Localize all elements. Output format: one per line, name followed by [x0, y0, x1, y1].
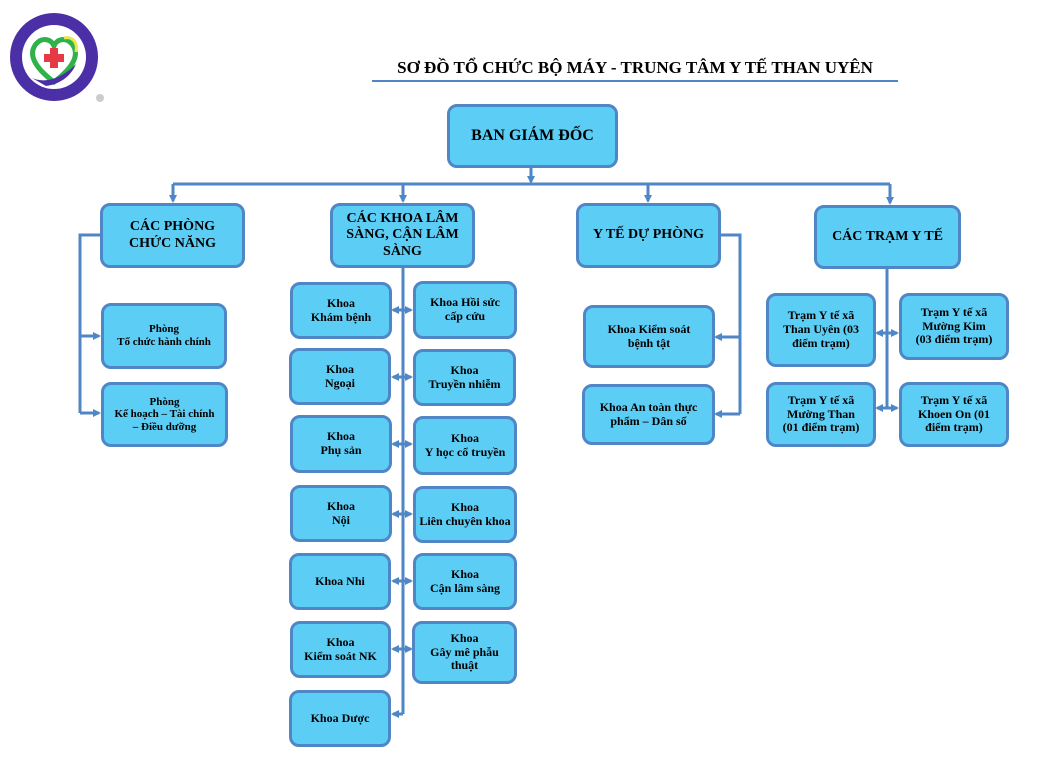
- disease-control-box: Khoa Kiểm soát bệnh tật: [583, 305, 715, 368]
- khoa-right-box: Khoa Cận lâm sàng: [413, 553, 517, 610]
- khoa-right-box: Khoa Hồi sức cấp cứu: [413, 281, 517, 339]
- khoa-left-box: Khoa Phụ sản: [290, 415, 392, 473]
- khoa-left-box: Khoa Khám bệnh: [290, 282, 392, 339]
- chart-title: SƠ ĐỒ TỔ CHỨC BỘ MÁY - TRUNG TÂM Y TẾ TH…: [397, 58, 873, 77]
- preventive-medicine-box: Y TẾ DỰ PHÒNG: [576, 203, 721, 268]
- dept-planning-finance-box: Phòng Kế hoạch – Tài chính – Điều dưỡng: [101, 382, 228, 447]
- station-than-uyen-box: Trạm Y tế xã Than Uyên (03 điểm trạm): [766, 293, 876, 367]
- station-muong-kim-box: Trạm Y tế xã Mường Kim (03 điểm trạm): [899, 293, 1009, 360]
- functional-departments-box: CÁC PHÒNG CHỨC NĂNG: [100, 203, 245, 268]
- board-of-directors-box: BAN GIÁM ĐỐC: [447, 104, 618, 168]
- station-muong-than-box: Trạm Y tế xã Mường Than (01 điểm trạm): [766, 382, 876, 447]
- food-safety-population-box: Khoa An toàn thực phẩm – Dân số: [582, 384, 715, 445]
- title-underline: [372, 80, 898, 82]
- khoa-left-box: Khoa Ngoại: [289, 348, 391, 405]
- station-khoen-on-box: Trạm Y tế xã Khoen On (01 điểm trạm): [899, 382, 1009, 447]
- khoa-left-box: Khoa Nội: [290, 485, 392, 542]
- khoa-left-box: Khoa Nhi: [289, 553, 391, 610]
- khoa-left-box: Khoa Kiểm soát NK: [290, 621, 391, 678]
- khoa-right-box: Khoa Liên chuyên khoa: [413, 486, 517, 543]
- clinical-departments-box: CÁC KHOA LÂM SÀNG, CẬN LÂM SÀNG: [330, 203, 475, 268]
- khoa-right-box: Khoa Gây mê phẫu thuật: [412, 621, 517, 684]
- khoa-left-box: Khoa Dược: [289, 690, 391, 747]
- medical-center-logo: [6, 12, 106, 109]
- dept-admin-box: Phòng Tổ chức hành chính: [101, 303, 227, 369]
- khoa-right-box: Khoa Truyền nhiễm: [413, 349, 516, 406]
- khoa-right-box: Khoa Y học cổ truyền: [413, 416, 517, 475]
- health-stations-box: CÁC TRẠM Y TẾ: [814, 205, 961, 269]
